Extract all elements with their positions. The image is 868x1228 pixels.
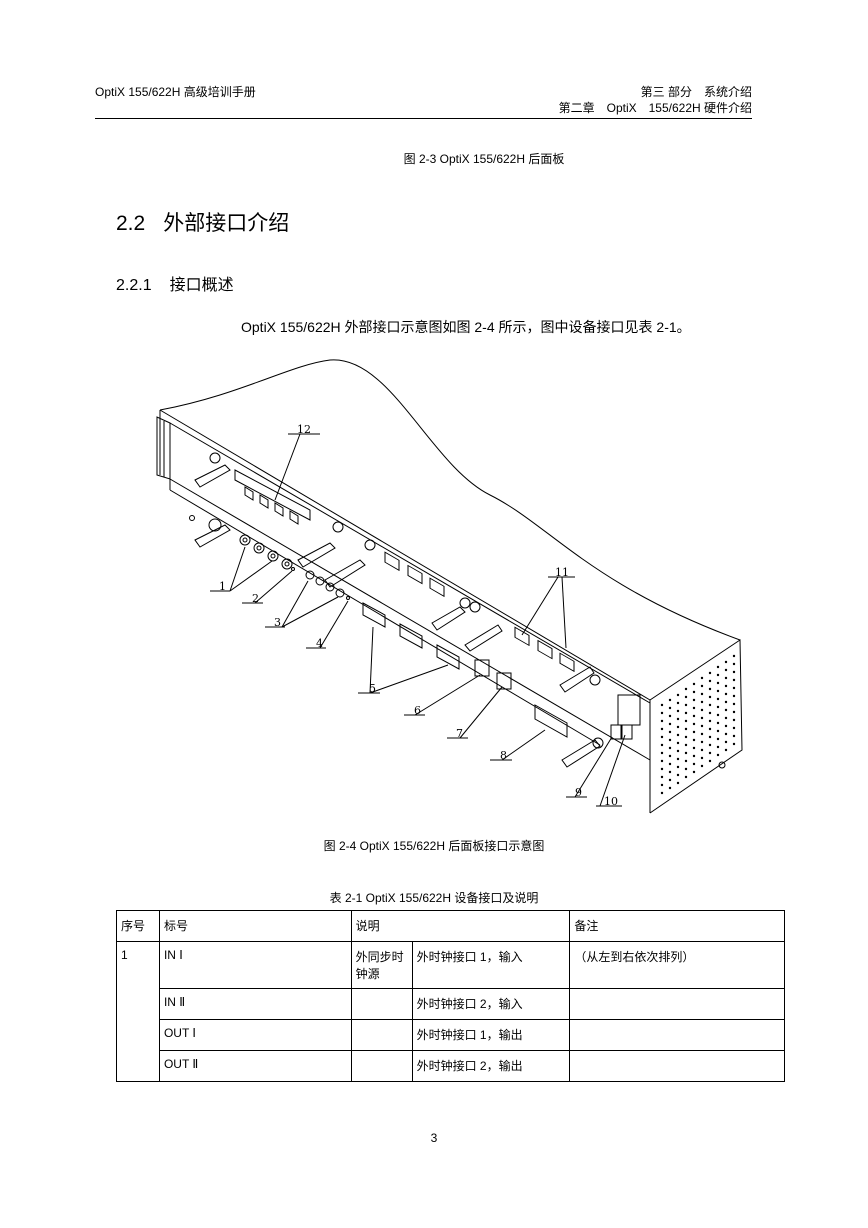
callout-1: 1 [219, 580, 226, 593]
callout-7: 7 [456, 727, 463, 740]
header-chapter-title: 第二章 OptiX 155/622H 硬件介绍 [558, 101, 752, 115]
table-header-row: 序号 标号 说明 备注 [116, 910, 785, 942]
cell-group-empty [350, 1019, 413, 1051]
interface-table: 序号 标号 说明 备注 1 IN Ⅰ 外同步时钟源 外时钟接口 1，输入 （从左… [116, 910, 785, 1082]
callout-9: 9 [575, 786, 582, 799]
cell-label: OUT Ⅱ [158, 1050, 352, 1082]
callout-5: 5 [369, 682, 376, 695]
section-number: 2.2 [116, 212, 146, 235]
table-row: IN Ⅱ 外时钟接口 2，输入 [117, 988, 785, 1020]
cell-label: IN Ⅱ [158, 988, 352, 1020]
table-row: OUT Ⅰ 外时钟接口 1，输出 [117, 1019, 785, 1051]
cell-desc: 外时钟接口 1，输入 [411, 941, 571, 989]
section-heading: 2.2 外部接口介绍 [116, 207, 289, 237]
callout-12: 12 [297, 423, 311, 436]
header-label: 标号 [158, 910, 352, 942]
board-handles [194, 464, 601, 768]
cell-label: OUT Ⅰ [158, 1019, 352, 1051]
callout-10: 10 [604, 795, 618, 808]
clock-coax-connectors [239, 534, 350, 600]
power-switches [610, 694, 641, 740]
cell-desc: 外时钟接口 2，输入 [411, 988, 571, 1020]
cell-note-empty [569, 1050, 785, 1082]
cell-note: （从左到右依次排列） [569, 941, 785, 989]
header-note: 备注 [569, 910, 785, 942]
rj-port-blocks [384, 551, 575, 673]
callout-6: 6 [414, 704, 421, 717]
cell-desc: 外时钟接口 1，输出 [411, 1019, 571, 1051]
callout-11: 11 [555, 566, 569, 579]
cell-group-empty [350, 988, 413, 1020]
callout-leaders [229, 433, 626, 807]
table-row: OUT Ⅱ 外时钟接口 2，输出 [117, 1050, 785, 1082]
section-title: 外部接口介绍 [163, 212, 290, 235]
cell-note-empty [569, 1019, 785, 1051]
callout-2: 2 [252, 592, 259, 605]
header-left-title: OptiX 155/622H 高级培训手册 [95, 85, 256, 99]
cell-group-empty [350, 1050, 413, 1082]
dsub-connectors [362, 602, 568, 738]
figure-2-3-caption: 图 2-3 OptiX 155/622H 后面板 [403, 152, 565, 166]
callout-4: 4 [316, 637, 323, 650]
figure-2-4-caption: 图 2-4 OptiX 155/622H 后面板接口示意图 [323, 839, 545, 853]
table-2-1-caption: 表 2-1 OptiX 155/622H 设备接口及说明 [329, 891, 539, 905]
subsection-number: 2.2.1 [116, 277, 152, 294]
rear-panel-diagram: 1 2 3 4 5 6 7 8 9 10 11 12 [156, 359, 743, 814]
header-description: 说明 [350, 910, 571, 942]
subsection-heading: 2.2.1 接口概述 [116, 271, 234, 295]
header-seq: 序号 [116, 910, 160, 942]
callout-3: 3 [274, 616, 281, 629]
table-row: 1 IN Ⅰ 外同步时钟源 外时钟接口 1，输入 （从左到右依次排列） [116, 941, 785, 1082]
cell-note-empty [569, 988, 785, 1020]
cell-desc: 外时钟接口 2，输出 [411, 1050, 571, 1082]
page-number: 3 [430, 1131, 438, 1145]
header-part-title: 第三 部分 系统介绍 [640, 85, 752, 99]
callout-underlines [210, 433, 622, 807]
optical-ports [244, 486, 299, 525]
intro-paragraph: OptiX 155/622H 外部接口示意图如图 2-4 所示，图中设备接口见表… [241, 319, 691, 335]
cell-label: IN Ⅰ [158, 941, 352, 989]
cell-group: 外同步时钟源 [350, 941, 413, 989]
vent-holes [660, 654, 736, 795]
rj45-jack-7 [496, 672, 512, 690]
header-rule [95, 118, 752, 119]
rj45-jack-6 [474, 659, 490, 677]
callout-8: 8 [500, 749, 507, 762]
cell-seq: 1 [116, 941, 160, 1082]
subsection-title: 接口概述 [169, 277, 234, 294]
thumb-screws [189, 452, 604, 749]
